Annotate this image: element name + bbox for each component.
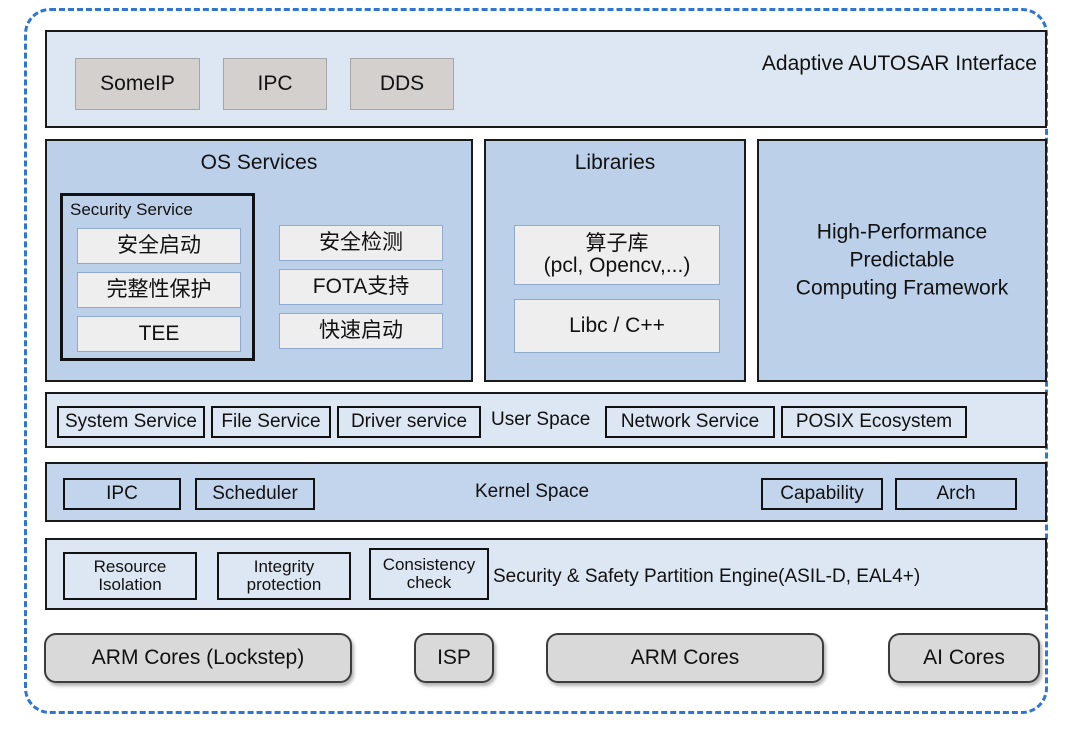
kernel-item-capability[interactable]: Capability — [761, 478, 883, 510]
security-item-integrity-protection[interactable]: 完整性保护 — [77, 272, 241, 308]
kernel-space-center-label: Kernel Space — [475, 481, 590, 502]
os-service-item-security-detection[interactable]: 安全检测 — [279, 225, 443, 261]
hardware-chip-label: ISP — [437, 646, 471, 669]
kernel-item-label: Capability — [780, 483, 864, 505]
high-performance-framework-panel: High-Performance Predictable Computing F… — [757, 139, 1047, 382]
kernel-item-label: IPC — [106, 483, 138, 505]
os-service-item-label: 安全检测 — [319, 230, 403, 254]
hardware-chip-label: AI Cores — [923, 646, 1005, 669]
interface-chip-dds[interactable]: DDS — [350, 58, 454, 110]
user-space-item-driver-service[interactable]: Driver service — [337, 406, 481, 438]
security-item-label: 完整性保护 — [106, 277, 212, 301]
library-item-libc-cpp[interactable]: Libc / C++ — [514, 299, 720, 353]
security-item-label: 安全启动 — [117, 233, 201, 257]
security-item-secure-boot[interactable]: 安全启动 — [77, 228, 241, 264]
kernel-item-ipc[interactable]: IPC — [63, 478, 181, 510]
kernel-space-band: IPC Scheduler Kernel Space Capability Ar… — [45, 462, 1047, 522]
user-space-item-posix-ecosystem[interactable]: POSIX Ecosystem — [781, 406, 967, 438]
security-item-label: TEE — [138, 321, 180, 345]
user-space-item-file-service[interactable]: File Service — [211, 406, 331, 438]
interface-chip-label: IPC — [257, 72, 293, 95]
security-service-box: Security Service 安全启动 完整性保护 TEE — [60, 193, 255, 361]
user-space-item-network-service[interactable]: Network Service — [605, 406, 775, 438]
safety-item-line1: Resource — [93, 557, 167, 577]
user-space-item-system-service[interactable]: System Service — [57, 406, 205, 438]
user-space-item-label: POSIX Ecosystem — [795, 411, 953, 433]
library-item-line1: 算子库 — [585, 231, 649, 255]
hardware-chip-arm-cores[interactable]: ARM Cores — [546, 633, 824, 683]
os-service-item-label: 快速启动 — [319, 318, 403, 342]
hardware-chip-ai-cores[interactable]: AI Cores — [888, 633, 1040, 683]
library-item-operator-library[interactable]: 算子库 (pcl, Opencv,...) — [514, 225, 720, 285]
interface-chip-ipc[interactable]: IPC — [223, 58, 327, 110]
interface-chip-someip[interactable]: SomeIP — [75, 58, 200, 110]
user-space-item-label: Network Service — [620, 411, 760, 433]
user-space-band: System Service File Service Driver servi… — [45, 392, 1047, 448]
hpc-line-1: High-Performance — [816, 219, 988, 243]
high-performance-framework-text: High-Performance Predictable Computing F… — [769, 218, 1035, 303]
user-space-item-label: Driver service — [350, 411, 468, 433]
hardware-chip-isp[interactable]: ISP — [414, 633, 494, 683]
user-space-center-label: User Space — [491, 409, 591, 430]
kernel-item-label: Scheduler — [212, 483, 298, 505]
safety-item-consistency-check[interactable]: Consistency check — [369, 548, 489, 600]
hpc-line-3: Computing Framework — [795, 276, 1009, 300]
hardware-chip-label: ARM Cores (Lockstep) — [91, 646, 305, 669]
safety-item-line1: Consistency — [382, 555, 476, 575]
security-safety-band: Resource Isolation Integrity protection … — [45, 538, 1047, 610]
os-services-title: OS Services — [200, 151, 318, 174]
interface-chip-label: SomeIP — [100, 72, 175, 95]
hardware-chip-label: ARM Cores — [630, 646, 740, 669]
security-safety-center-label: Security & Safety Partition Engine(ASIL-… — [493, 566, 921, 587]
library-item-line1: Libc / C++ — [569, 313, 665, 337]
hpc-line-2: Predictable — [849, 248, 955, 272]
kernel-item-label: Arch — [936, 483, 976, 505]
security-service-label: Security Service — [70, 200, 193, 219]
library-item-line2: (pcl, Opencv,...) — [543, 254, 691, 277]
user-space-item-label: System Service — [65, 411, 197, 433]
libraries-title: Libraries — [574, 151, 656, 174]
os-service-item-label: FOTA支持 — [312, 274, 410, 298]
libraries-panel: Libraries 算子库 (pcl, Opencv,...) Libc / C… — [484, 139, 746, 382]
safety-item-line2: Isolation — [98, 575, 162, 594]
kernel-item-arch[interactable]: Arch — [895, 478, 1017, 510]
kernel-item-scheduler[interactable]: Scheduler — [195, 478, 315, 510]
safety-item-line1: Integrity — [253, 557, 315, 577]
safety-item-resource-isolation[interactable]: Resource Isolation — [63, 552, 197, 600]
interface-band-title: Adaptive AUTOSAR Interface — [761, 52, 1037, 75]
os-services-panel: OS Services Security Service 安全启动 完整性保护 … — [45, 139, 473, 382]
adaptive-autosar-interface-band: SomeIP IPC DDS Adaptive AUTOSAR Interfac… — [45, 30, 1047, 128]
security-item-tee[interactable]: TEE — [77, 316, 241, 352]
safety-item-integrity-protection[interactable]: Integrity protection — [217, 552, 351, 600]
safety-item-line2: protection — [246, 575, 322, 594]
interface-chip-label: DDS — [379, 72, 425, 95]
user-space-item-label: File Service — [221, 411, 321, 433]
safety-item-line2: check — [406, 573, 452, 592]
os-service-item-fota-support[interactable]: FOTA支持 — [279, 269, 443, 305]
hardware-chip-arm-cores-lockstep[interactable]: ARM Cores (Lockstep) — [44, 633, 352, 683]
os-service-item-fast-boot[interactable]: 快速启动 — [279, 313, 443, 349]
